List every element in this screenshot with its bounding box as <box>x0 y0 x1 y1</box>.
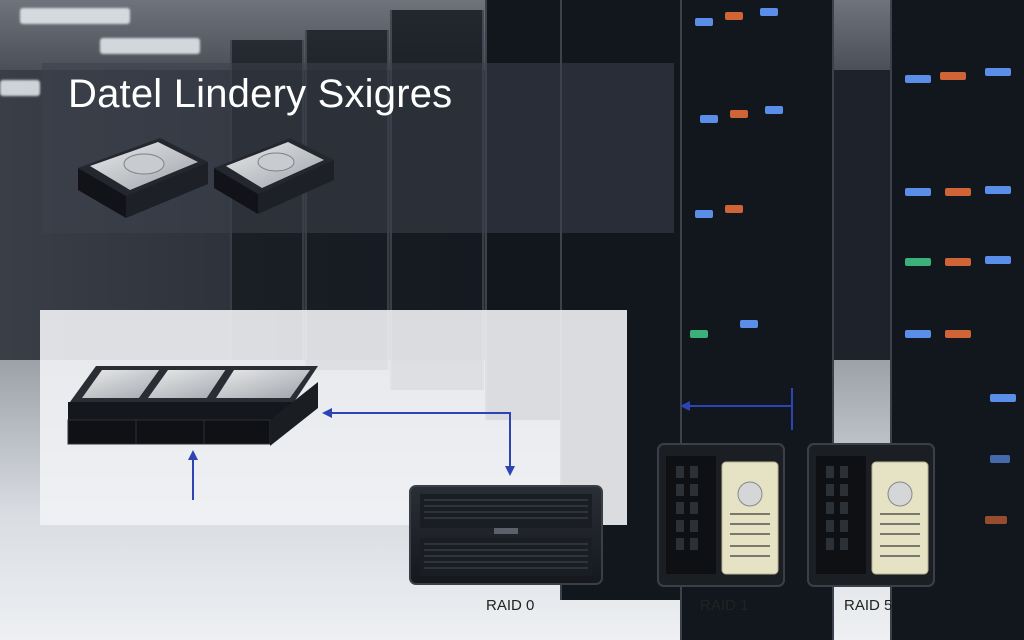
raid-0-label: RAID 0 <box>486 597 535 614</box>
drive-array <box>67 366 318 446</box>
status-led <box>905 188 931 196</box>
status-led <box>765 106 783 114</box>
arrow-left <box>680 388 793 430</box>
ceiling-light <box>0 80 40 96</box>
status-led <box>725 12 743 20</box>
status-led <box>905 258 931 266</box>
hard-drive-icon <box>214 138 334 214</box>
status-led <box>945 330 971 338</box>
drive-bay-icon <box>807 443 935 587</box>
status-led <box>940 72 966 80</box>
status-led <box>695 18 713 26</box>
hard-drive-icon <box>78 138 208 218</box>
status-led <box>740 320 758 328</box>
status-led <box>760 8 778 16</box>
arrow-to-drives <box>322 408 515 476</box>
drive-bay-icon <box>657 443 785 587</box>
raid-1-label: RAID 1 <box>700 597 749 614</box>
status-led <box>700 115 718 123</box>
status-led <box>985 516 1007 524</box>
raid-5-label: RAID 5 <box>844 597 893 614</box>
status-led <box>945 258 971 266</box>
page-title: Datel Lindery Sxigres <box>68 72 453 116</box>
status-led <box>985 68 1011 76</box>
status-led <box>905 330 931 338</box>
storage-enclosure-icon <box>409 485 603 585</box>
status-led <box>690 330 708 338</box>
ceiling-light <box>20 8 130 24</box>
ceiling-light <box>100 38 200 54</box>
status-led <box>695 210 713 218</box>
hard-drive-icon <box>203 366 318 446</box>
arrow-up <box>188 450 198 500</box>
status-led <box>990 455 1010 463</box>
status-led <box>985 256 1011 264</box>
status-led <box>985 186 1011 194</box>
status-led <box>945 188 971 196</box>
status-led <box>725 205 743 213</box>
status-led <box>990 394 1016 402</box>
status-led <box>730 110 748 118</box>
status-led <box>905 75 931 83</box>
